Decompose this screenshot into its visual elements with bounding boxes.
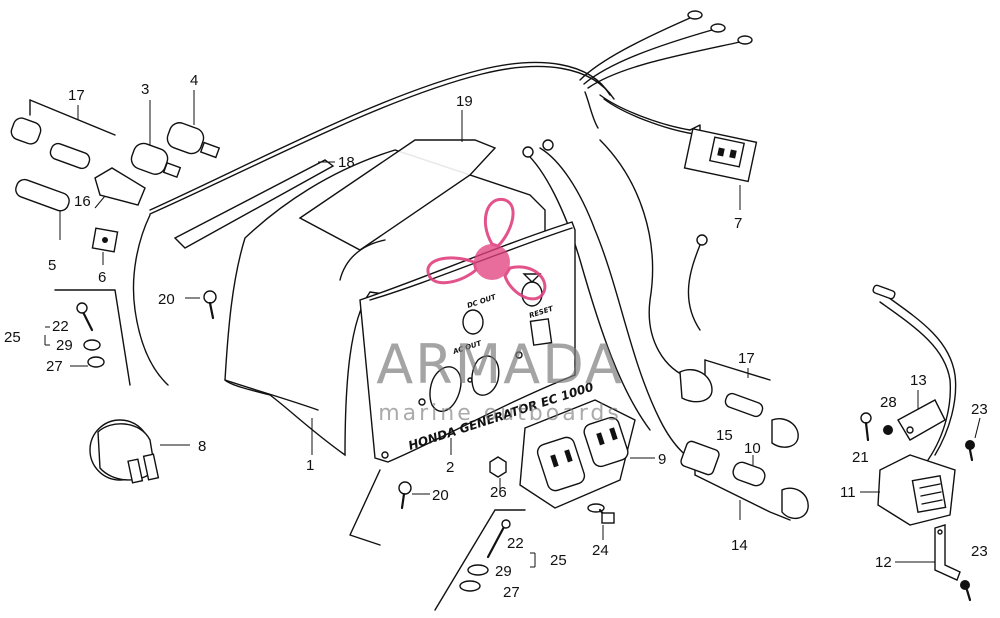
part-label-5: 5 [48,257,56,274]
receptacle-9 [519,399,655,509]
bulb-3 [130,100,182,178]
screw-20-top [185,290,217,320]
plate-19 [298,110,497,251]
armada-watermark: ARMADA marine outboards [376,197,624,426]
control-box-1 [224,149,546,457]
part-label-12: 12 [875,554,892,571]
fuse-holder-17-right [679,359,799,448]
wiring-harness [132,17,741,469]
regulator-11 [860,284,957,526]
screw-20-bottom [349,469,430,546]
screw-23-bottom [960,580,972,602]
part-label-22-left: 22 [52,318,69,335]
part-label-27-bottom: 27 [503,584,520,601]
part-label-23-top: 23 [971,401,988,418]
connector-7 [683,124,758,210]
screw-group-25-left [44,289,131,386]
part-label-15: 15 [716,427,733,444]
part-label-27-left: 27 [46,358,63,375]
part-label-18: 18 [338,154,355,171]
part-label-21: 21 [852,449,869,466]
screw-23-top [965,417,981,462]
part-label-6: 6 [98,269,106,286]
part-label-19: 19 [456,93,473,110]
fuse-assembly-14 [680,440,809,521]
part-label-24: 24 [592,542,609,559]
propeller-logo [426,197,547,301]
part-label-25-bottom: 25 [550,552,567,569]
part-label-22-bottom: 22 [507,535,524,552]
bracket-12 [895,524,961,581]
part-label-17-right: 17 [738,350,755,367]
part-label-1: 1 [306,457,314,474]
part-label-3: 3 [141,81,149,98]
part-label-14: 14 [731,537,748,554]
part-label-4: 4 [190,72,198,89]
part-label-2: 2 [446,459,454,476]
part-label-13: 13 [910,372,927,389]
part-label-20-bottom: 20 [432,487,449,504]
clip-6 [91,227,119,265]
part-label-16: 16 [74,193,91,210]
part-label-10: 10 [744,440,761,457]
screw-21 [860,412,872,442]
part-label-9: 9 [658,451,666,468]
bulb-4 [166,90,221,159]
part-label-28: 28 [880,394,897,411]
washer-28 [883,425,893,435]
part-label-17-left: 17 [68,87,85,104]
part-label-11: 11 [840,484,856,501]
screw-24 [587,503,615,540]
watermark-tagline: marine outboards [378,401,622,426]
part-label-20-top: 20 [158,291,175,308]
part-labels: 1 2 3 4 5 6 7 8 9 10 11 12 13 14 15 16 1… [4,72,988,601]
part-label-7: 7 [734,215,742,232]
part-label-29-left: 29 [56,337,73,354]
screw-group-25-bottom [434,509,536,611]
nut-26 [489,456,507,492]
bracket-13 [897,390,946,441]
label-18 [173,159,335,249]
leader-lines [94,195,452,455]
fuse-holder-17-left [10,99,146,240]
plug-8 [89,419,190,484]
wire-terminals [522,10,753,246]
part-label-25-left: 25 [4,329,21,346]
part-label-23-bottom: 23 [971,543,988,560]
part-label-26: 26 [490,484,507,501]
front-panel-2: HONDA GENERATOR EC 1000 AC OUT DC OUT RE… [359,221,595,463]
part-label-8: 8 [198,438,206,455]
watermark-brand: ARMADA [376,333,624,396]
part-label-29-bottom: 29 [495,563,512,580]
